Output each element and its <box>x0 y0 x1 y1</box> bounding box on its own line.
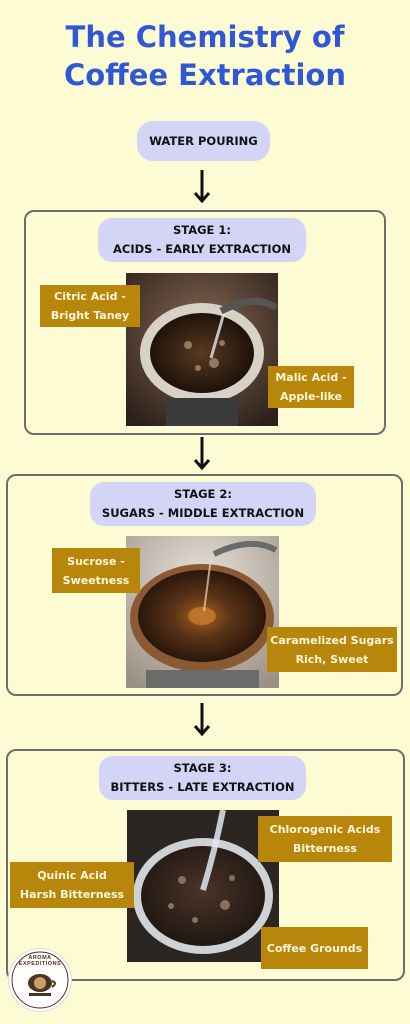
stage-2-tag-sucrose: Sucrose - Sweetness <box>52 548 140 593</box>
stage-2-header: STAGE 2: SUGARS - MIDDLE EXTRACTION <box>90 482 316 526</box>
tag-line-2: Rich, Sweet <box>295 652 369 666</box>
stage-3-coffee-image <box>127 810 279 962</box>
tag-line-2: Bitterness <box>293 842 357 855</box>
stage-3-heading: STAGE 3: <box>173 761 232 775</box>
stage-3-subheading: BITTERS - LATE EXTRACTION <box>110 780 295 794</box>
coffee-cup-icon <box>11 951 69 1009</box>
tag-line-1: Citric Acid - <box>54 290 126 303</box>
title-line-1: The Chemistry of <box>65 20 345 54</box>
logo-text: AROMA EXPEDITIONS <box>18 955 62 967</box>
tag-line-2: Apple-like <box>279 390 343 403</box>
tag-line-1: Chlorogenic Acids <box>269 823 381 836</box>
title-line-2: Coffee Extraction <box>64 58 346 92</box>
stage-3-tag-chlorogenic-acids: Chlorogenic Acids Bitterness <box>258 816 392 862</box>
water-pouring-node: WATER POURING <box>137 121 270 161</box>
tag-line-1: Malic Acid - <box>275 371 347 384</box>
stage-3-tag-coffee-grounds: Coffee Grounds <box>261 927 368 969</box>
page-title: The Chemistry of Coffee Extraction <box>0 18 410 94</box>
stage-1-subheading: ACIDS - EARLY EXTRACTION <box>113 242 291 256</box>
stage-1-heading: STAGE 1: <box>172 223 232 237</box>
tag-line-2: Bright Taney <box>50 309 130 322</box>
stage-1-tag-citric-acid: Citric Acid - Bright Taney <box>40 285 140 327</box>
tag-line-1: Caramelized Sugars <box>270 633 394 647</box>
tag-line-2: Harsh Bitterness <box>19 888 125 901</box>
stage-3-tag-quinic-acid: Quinic Acid Harsh Bitterness <box>10 862 134 908</box>
tag-line-1: Quinic Acid <box>37 869 107 882</box>
arrow-down-icon <box>193 437 211 471</box>
tag-line-1: Sucrose - <box>67 554 125 568</box>
stage-1-coffee-image <box>126 273 278 426</box>
tag-line-1: Coffee Grounds <box>266 941 363 955</box>
stage-1-header: STAGE 1: ACIDS - EARLY EXTRACTION <box>98 218 306 262</box>
stage-2-coffee-image <box>126 536 279 688</box>
stage-2-subheading: SUGARS - MIDDLE EXTRACTION <box>101 506 305 520</box>
water-pouring-label: WATER POURING <box>149 133 258 148</box>
aroma-expeditions-logo: AROMA EXPEDITIONS <box>8 948 72 1012</box>
stage-3-header: STAGE 3: BITTERS - LATE EXTRACTION <box>99 756 306 800</box>
stage-2-heading: STAGE 2: <box>173 487 233 501</box>
arrow-down-icon <box>193 703 211 737</box>
stage-2-tag-caramelized-sugars: Caramelized Sugars Rich, Sweet <box>267 627 397 672</box>
arrow-down-icon <box>193 170 211 204</box>
tag-line-2: Sweetness <box>62 573 130 587</box>
stage-1-tag-malic-acid: Malic Acid - Apple-like <box>268 366 354 408</box>
